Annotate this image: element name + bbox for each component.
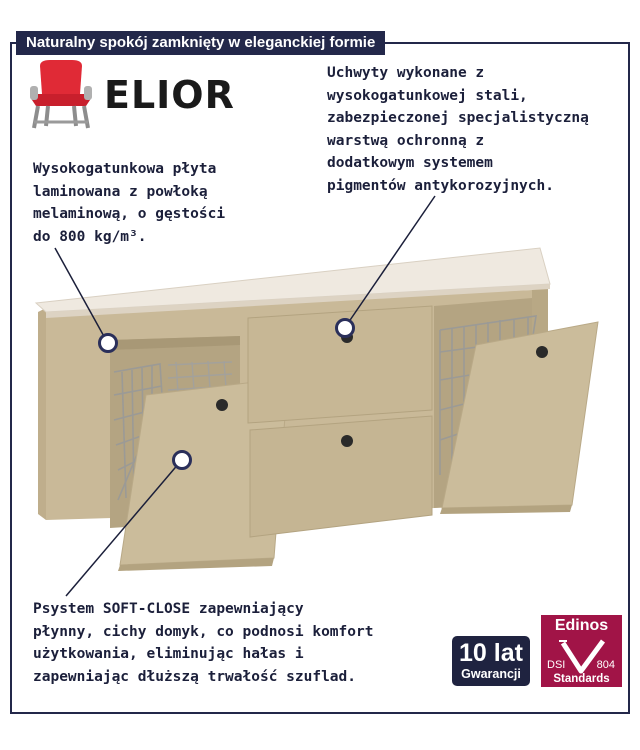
- cert-name: Edinos: [554, 617, 609, 634]
- handle-marker: [335, 318, 355, 338]
- left-door-knob: [216, 399, 228, 411]
- callout-board: Wysokogatunkowa płyta laminowana z powło…: [33, 161, 226, 245]
- certification-badge: Edinos DSI 804 Standards: [541, 615, 622, 687]
- checkmark-icon: [559, 639, 606, 674]
- right-door-knob: [536, 346, 548, 358]
- content-frame: [10, 42, 630, 714]
- warranty-badge: 10 lat Gwarancji: [452, 636, 530, 686]
- cert-number: 804: [596, 659, 615, 671]
- warranty-years: 10 lat: [459, 639, 523, 667]
- bottom-drawer-knob: [341, 435, 353, 447]
- warranty-label: Gwarancji: [461, 667, 521, 681]
- callout-soft-close: Psystem SOFT-CLOSE zapewniający płynny, …: [33, 601, 374, 685]
- cert-dsi: DSI: [547, 659, 566, 671]
- cert-standards: Standards: [553, 673, 610, 685]
- brand-logo-text: ELIOR: [104, 73, 235, 117]
- soft-close-marker: [172, 450, 192, 470]
- page-title: Naturalny spokój zamknięty w eleganckiej…: [16, 31, 386, 55]
- armchair-icon: [30, 60, 92, 129]
- callout-handles: Uchwyty wykonane z wysokogatunkowej stal…: [327, 65, 589, 194]
- board-marker: [98, 333, 118, 353]
- callout-markers: [98, 318, 355, 470]
